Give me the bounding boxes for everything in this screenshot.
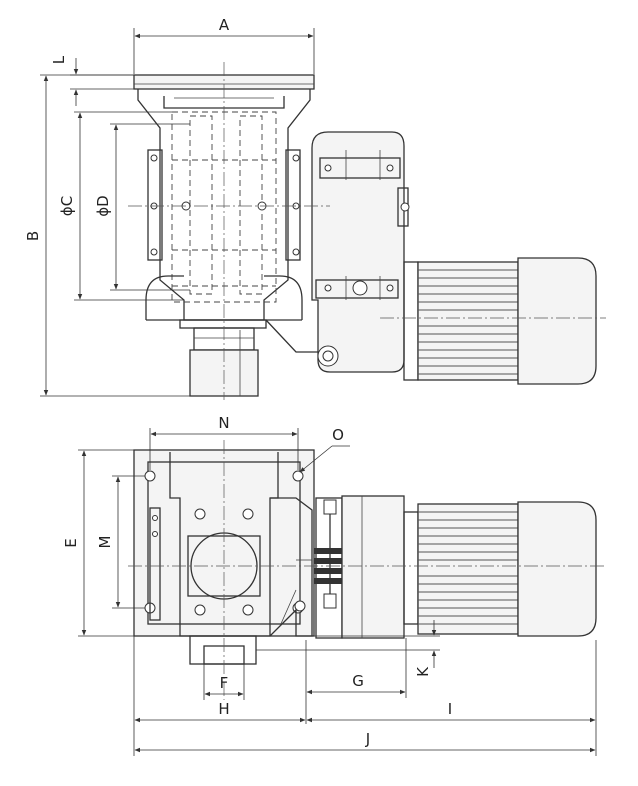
motor-flange <box>403 261 419 381</box>
motor-body-plan <box>417 503 519 635</box>
motor-cooling-fins-plan <box>418 511 518 625</box>
dimension-e: E <box>62 449 134 637</box>
dimension-m: M <box>96 475 145 609</box>
label-f: F <box>220 674 229 692</box>
dimension-f: F <box>203 664 245 700</box>
label-e: E <box>62 538 80 547</box>
label-n: N <box>218 414 229 432</box>
motor-cooling-fins <box>418 269 518 375</box>
label-b: B <box>24 231 42 241</box>
label-d: ϕD <box>94 195 112 216</box>
label-c: ϕC <box>58 196 76 216</box>
dimension-g: G <box>306 638 407 698</box>
label-l: L <box>50 55 68 64</box>
label-o: O <box>332 426 344 444</box>
left-side-plate <box>147 149 163 261</box>
motor-fan-cover-plan <box>517 501 597 637</box>
motor-body <box>417 261 519 381</box>
motor-fan-cover <box>517 257 597 385</box>
dimension-d: ϕD <box>94 123 190 291</box>
gearbox-plan <box>341 495 405 639</box>
dimension-b: B <box>24 74 190 397</box>
leader-o: O <box>299 426 350 473</box>
dimension-i: I <box>306 640 597 756</box>
side-elevation-view <box>128 62 606 400</box>
dimension-c: ϕC <box>58 111 184 301</box>
dimension-n: N <box>149 414 299 470</box>
shaft-boss <box>352 280 368 296</box>
label-k: K <box>414 666 432 677</box>
dimension-h: H <box>133 636 307 756</box>
plan-view <box>128 440 606 700</box>
dimension-j: J <box>134 730 596 753</box>
dimension-k: K <box>256 620 440 677</box>
label-j: J <box>365 730 370 748</box>
label-a: A <box>219 16 230 34</box>
dimension-l: L <box>50 55 134 106</box>
label-h: H <box>218 700 229 718</box>
right-side-plate <box>285 149 301 261</box>
label-m: M <box>96 536 114 549</box>
label-i: I <box>448 700 452 718</box>
dimension-a: A <box>133 16 315 74</box>
base-flange <box>133 449 315 637</box>
label-g: G <box>352 672 364 690</box>
